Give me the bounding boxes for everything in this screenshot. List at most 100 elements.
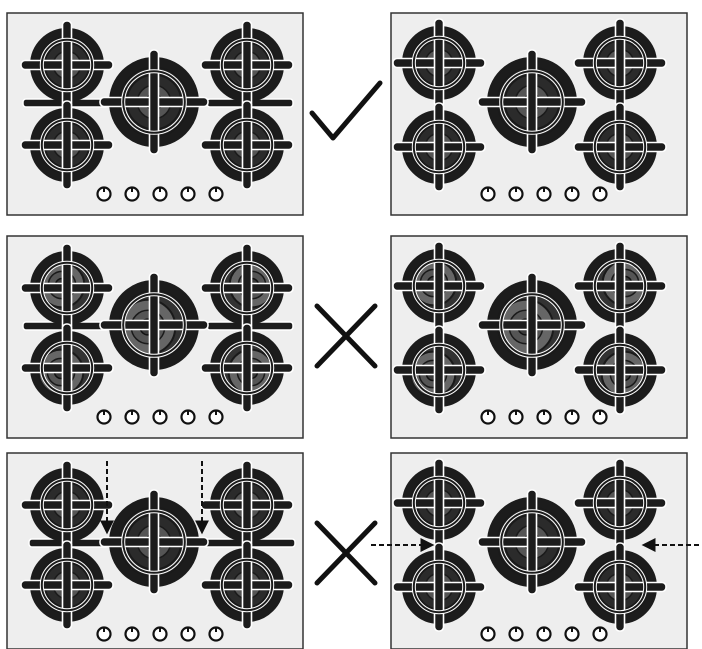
control-knob [480,626,496,642]
burner [392,325,486,415]
control-knob [536,186,552,202]
cooktop-panel-left [6,452,304,649]
grate-ring [593,476,647,530]
grate-bar-vertical [148,272,160,378]
burner [392,458,486,548]
burner [573,18,667,108]
burner [20,20,114,110]
control-knob [152,186,168,202]
burner [200,243,294,333]
control-knob [208,626,224,642]
grate-bar-vertical [148,49,160,155]
burner [573,102,667,192]
control-knob [592,626,608,642]
grate-bar-vertical [241,460,253,550]
grate-ring [500,70,564,134]
grate-bar-vertical [61,100,73,190]
burner [200,323,294,413]
grate-ring [220,38,274,92]
grate-bar-vertical [241,100,253,190]
grate-bar-vertical [61,243,73,333]
grate-ring [593,560,647,614]
grate-ring [412,476,466,530]
control-knob [96,409,112,425]
control-knob [480,409,496,425]
grate-bar-vertical [433,542,445,632]
control-knob [592,186,608,202]
cross-mark-icon-b [314,520,378,586]
burner [20,100,114,190]
burner [392,18,486,108]
burner [200,540,294,630]
control-knob [180,409,196,425]
grate-ring [122,293,186,357]
burner [200,20,294,110]
burner [200,460,294,550]
burner [477,49,587,155]
grate-bar-vertical [526,489,538,595]
burner [392,241,486,331]
grate-ring [220,118,274,172]
control-knob [124,626,140,642]
burner [477,272,587,378]
grate-ring [220,478,274,532]
grate-bar-vertical [433,18,445,108]
grate-bar-vertical [526,272,538,378]
grate-bar-vertical [433,102,445,192]
burner [573,458,667,548]
burner [573,542,667,632]
burner [573,325,667,415]
burner [99,489,209,595]
control-knob [96,186,112,202]
grate-ring [122,510,186,574]
burner [573,241,667,331]
control-knob [536,626,552,642]
grate-bar-vertical [241,323,253,413]
burner [20,460,114,550]
grate-bar-vertical [614,18,626,108]
burner [200,100,294,190]
control-knob [508,186,524,202]
control-knob [564,626,580,642]
burner [392,542,486,632]
grate-ring [220,558,274,612]
grate-ring [40,341,94,395]
grate-ring [40,558,94,612]
grate-bar-vertical [61,460,73,550]
burner [99,49,209,155]
burner [20,323,114,413]
cooktop-panel-right [390,12,688,216]
burner [20,540,114,630]
grate-bar-vertical [526,49,538,155]
grate-ring [593,343,647,397]
grate-bar-vertical [241,540,253,630]
burner [99,272,209,378]
grate-ring [593,259,647,313]
cooktop-panel-right [390,235,688,439]
grate-ring [593,36,647,90]
cooktop-panel-right [371,452,699,649]
burner [477,489,587,595]
grate-ring [40,478,94,532]
control-knob [564,409,580,425]
control-knob [152,626,168,642]
control-knob [480,186,496,202]
grate-bar-vertical [433,458,445,548]
control-knob [208,409,224,425]
grate-bar-vertical [61,540,73,630]
grate-bar-vertical [61,20,73,110]
grate-bar-vertical [614,542,626,632]
grate-ring [40,38,94,92]
grate-bar-vertical [433,325,445,415]
grate-ring [412,120,466,174]
control-knob [536,409,552,425]
check-mark-icon [309,80,383,141]
control-knob [152,409,168,425]
grate-bar-vertical [614,325,626,415]
grate-ring [412,560,466,614]
control-knob [208,186,224,202]
grate-ring [40,118,94,172]
grate-ring [500,510,564,574]
grate-bar-vertical [241,20,253,110]
